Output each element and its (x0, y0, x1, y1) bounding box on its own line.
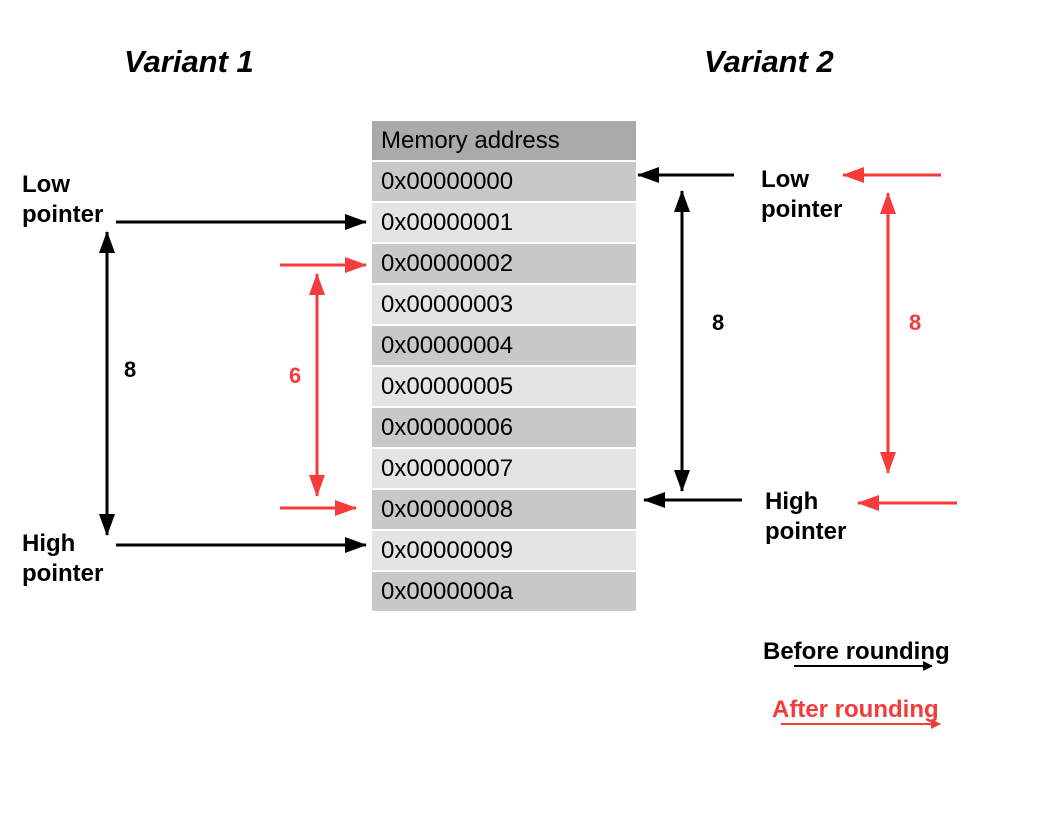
label-line: pointer (765, 518, 847, 545)
memory-address-row: 0x00000002 (372, 244, 636, 285)
memory-address-row: 0x00000009 (372, 531, 636, 572)
variant-2-title: Variant 2 (704, 44, 834, 79)
label-line: pointer (22, 201, 104, 228)
variant-1-title: Variant 1 (124, 44, 254, 79)
memory-address-row: 0x00000005 (372, 367, 636, 408)
variant-1-distance-after: 6 (289, 363, 302, 388)
label-line: Low (22, 171, 70, 198)
memory-address-row: 0x00000006 (372, 408, 636, 449)
label-line: High (765, 488, 819, 515)
variant-1-low-pointer-label: Low pointer (22, 170, 103, 230)
memory-address-row: 0x00000003 (372, 285, 636, 326)
memory-address-row: 0x00000008 (372, 490, 636, 531)
variant-2-distance-before: 8 (712, 310, 725, 335)
variant-2-high-pointer-label: High pointer (765, 487, 846, 547)
variant-1-distance-before: 8 (124, 357, 137, 382)
label-line: High (22, 530, 76, 557)
label-line: pointer (22, 560, 104, 587)
memory-table-header: Memory address (372, 121, 636, 162)
label-line: pointer (761, 196, 843, 223)
memory-address-row: 0x00000001 (372, 203, 636, 244)
label-line: Low (761, 166, 809, 193)
memory-address-row: 0x00000007 (372, 449, 636, 490)
variant-2-distance-after: 8 (909, 310, 922, 335)
variant-1-high-pointer-label: High pointer (22, 529, 103, 589)
memory-address-row: 0x00000004 (372, 326, 636, 367)
legend-before-rounding-label: Before rounding (763, 638, 950, 665)
memory-address-row: 0x0000000a (372, 572, 636, 613)
memory-address-row: 0x00000000 (372, 162, 636, 203)
memory-address-table: Memory address 0x00000000 0x00000001 0x0… (372, 121, 636, 613)
legend-after-rounding-label: After rounding (772, 696, 939, 723)
variant-2-low-pointer-label: Low pointer (761, 165, 842, 225)
